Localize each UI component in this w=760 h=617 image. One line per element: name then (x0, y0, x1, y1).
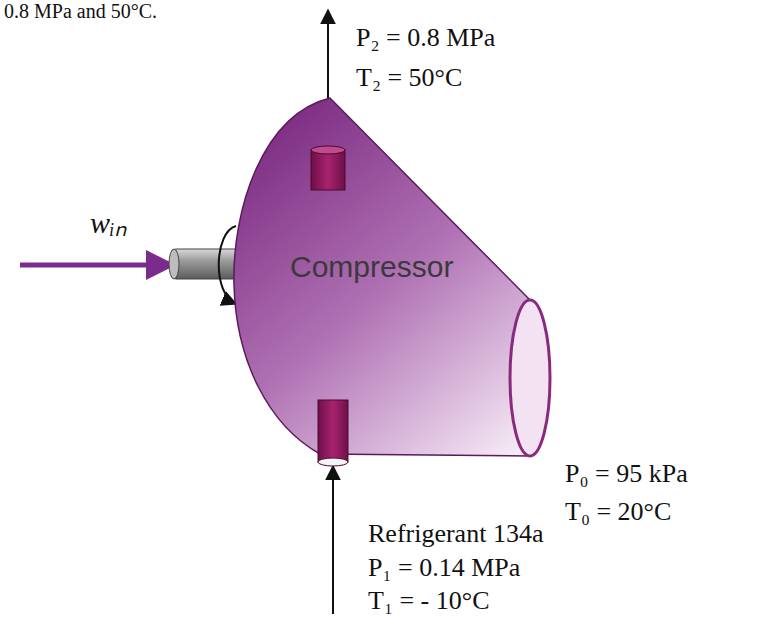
inlet-pipe (318, 400, 348, 462)
header-fragment: 0.8 MPa and 50°C. (4, 0, 157, 22)
work-arrow (20, 263, 150, 268)
state-label: T₁ = - 10°C (368, 587, 490, 616)
rotation-arrow (219, 226, 236, 304)
shaft-end (169, 249, 179, 279)
state-label: T₂ = 50°C (356, 64, 462, 93)
fluid-label: Refrigerant 134a (368, 520, 543, 549)
work-label: wᵢₙ (90, 206, 127, 239)
compressor-cone (234, 98, 530, 456)
inlet-arrow (332, 466, 334, 614)
state-label: P₂ = 0.8 MPa (356, 24, 495, 53)
state-label: P₀ = 95 kPa (565, 460, 688, 489)
outlet-pipe (311, 150, 345, 190)
state-label: T₀ = 20°C (565, 498, 671, 527)
outlet-pipe-mouth (311, 146, 345, 154)
state-label: P₁ = 0.14 MPa (368, 554, 520, 583)
inlet-pipe-mouth (318, 458, 348, 466)
compressor-body: Compressor (225, 90, 555, 470)
node-title: Compressor (290, 250, 453, 284)
compressor-end (510, 300, 550, 456)
